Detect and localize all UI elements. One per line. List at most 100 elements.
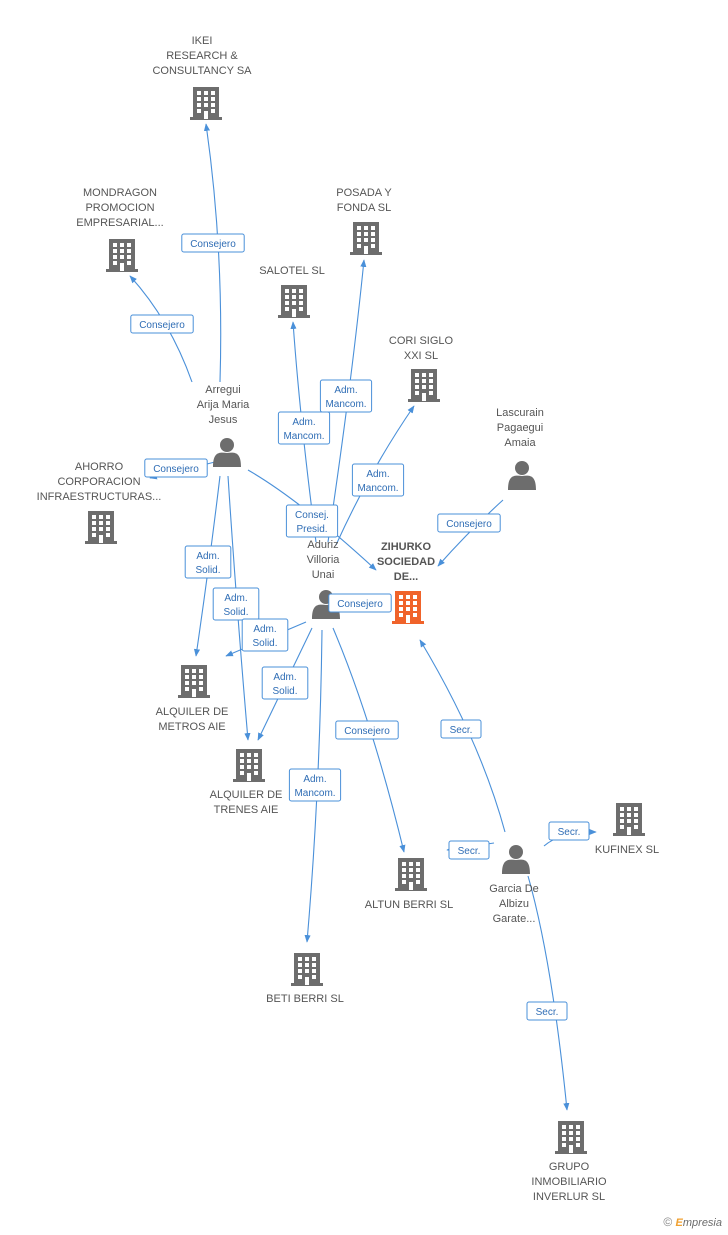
node-label: INVERLUR SL (533, 1191, 605, 1203)
role-badge-label: Solid. (252, 638, 277, 649)
role-badge: Adm.Solid. (212, 587, 260, 621)
node-kufinex[interactable]: KUFINEX SL (595, 803, 659, 856)
building-icon[interactable] (395, 858, 427, 891)
role-badge-label: Consejero (337, 599, 383, 610)
node-label: Jesus (209, 414, 238, 426)
role-badge-label: Secr. (450, 725, 473, 736)
building-icon[interactable] (613, 803, 645, 836)
node-garcia[interactable]: Garcia DeAlbizuGarate... (489, 845, 539, 925)
role-badge-label: Adm. (273, 672, 296, 683)
node-label: INFRAESTRUCTURAS... (37, 491, 162, 503)
role-badge-box (526, 1001, 568, 1021)
role-badge-label: Secr. (458, 846, 481, 857)
role-badge-box (351, 463, 405, 497)
building-icon[interactable] (233, 749, 265, 782)
person-icon[interactable] (213, 438, 241, 467)
role-badge: Adm. Mancom. (351, 463, 405, 497)
role-badge-box (285, 504, 339, 538)
node-ahorro[interactable]: AHORROCORPORACIONINFRAESTRUCTURAS... (37, 461, 162, 544)
role-badge-label: Presid. (296, 524, 327, 535)
role-badge-label: Mancom. (357, 483, 398, 494)
node-salotel[interactable]: SALOTEL SL (259, 265, 325, 318)
node-label: SOCIEDAD (377, 556, 435, 568)
node-label: Garcia De (489, 883, 539, 895)
role-badge-box (184, 545, 232, 579)
node-label: Pagaegui (497, 422, 544, 434)
role-badge-label: Consejero (344, 726, 390, 737)
node-label: TRENES AIE (214, 804, 279, 816)
node-mondragon[interactable]: MONDRAGONPROMOCIONEMPRESARIAL... (76, 187, 164, 272)
node-zihurko[interactable]: ZIHURKOSOCIEDADDE... (377, 541, 435, 624)
role-badge-box (335, 720, 399, 740)
node-altun[interactable]: ALTUN BERRI SL (365, 858, 453, 911)
building-icon[interactable] (350, 222, 382, 255)
role-badge-box (144, 458, 208, 478)
role-badge-label: Mancom. (283, 431, 324, 442)
role-badge-label: Adm. (366, 469, 389, 480)
role-badge-box (448, 840, 490, 860)
node-label: XXI SL (404, 350, 438, 362)
empresia-logo: Empresia (675, 1217, 722, 1229)
role-badge-label: Adm. (292, 417, 315, 428)
role-badge-box (548, 821, 590, 841)
node-grupo[interactable]: GRUPO INMOBILIARIO INVERLUR SL (531, 1121, 607, 1203)
role-badge: Secr. (448, 840, 490, 860)
node-label: ALTUN BERRI SL (365, 899, 453, 911)
role-badge-label: Consejero (190, 239, 236, 250)
node-label: INMOBILIARIO (531, 1176, 607, 1188)
role-badge-label: Solid. (195, 565, 220, 576)
role-badge-box (241, 618, 289, 652)
node-label: Unai (312, 569, 335, 581)
node-label: FONDA SL (337, 202, 391, 214)
badges-layer: ConsejeroConsejeroConsejeroConsej.Presid… (130, 233, 590, 1021)
role-badge: Consejero (181, 233, 245, 253)
building-icon[interactable] (392, 591, 424, 624)
role-badge-box (181, 233, 245, 253)
role-badge-label: Secr. (558, 827, 581, 838)
node-label: Garate... (493, 913, 536, 925)
building-icon[interactable] (408, 369, 440, 402)
role-badge: Consejero (328, 593, 392, 613)
building-icon[interactable] (178, 665, 210, 698)
node-label: GRUPO (549, 1161, 590, 1173)
role-badge-box (319, 379, 373, 413)
node-label: Amaia (504, 437, 536, 449)
building-icon[interactable] (555, 1121, 587, 1154)
building-icon[interactable] (106, 239, 138, 272)
person-icon[interactable] (502, 845, 530, 874)
node-label: Villoria (307, 554, 341, 566)
role-badge-label: Solid. (272, 686, 297, 697)
edge-garcia-to-grupo (527, 875, 570, 1111)
node-label: PROMOCION (85, 202, 154, 214)
node-beti[interactable]: BETI BERRI SL (266, 953, 344, 1005)
role-badge-label: Consejero (139, 320, 185, 331)
edge-arregui-to-ikei (203, 123, 222, 383)
building-icon[interactable] (85, 511, 117, 544)
role-badge: Adm.Solid. (184, 545, 232, 579)
node-label: RESEARCH & (166, 50, 238, 62)
edges-layer (129, 123, 597, 1111)
node-label: ALQUILER DE (156, 706, 229, 718)
building-icon[interactable] (278, 285, 310, 318)
role-badge-box (440, 719, 482, 739)
role-badge: Consejero (437, 513, 501, 533)
role-badge: Adm. Solid. (261, 666, 309, 700)
role-badge-box (437, 513, 501, 533)
role-badge: Adm.Solid. (241, 618, 289, 652)
edge-aduriz-to-altun (332, 627, 406, 853)
role-badge: Secr. (440, 719, 482, 739)
building-icon[interactable] (291, 953, 323, 986)
role-badge-label: Adm. (303, 774, 326, 785)
person-icon[interactable] (508, 461, 536, 490)
role-badge-box (277, 411, 331, 445)
building-icon[interactable] (190, 87, 222, 120)
node-label: Arija Maria (197, 399, 250, 411)
